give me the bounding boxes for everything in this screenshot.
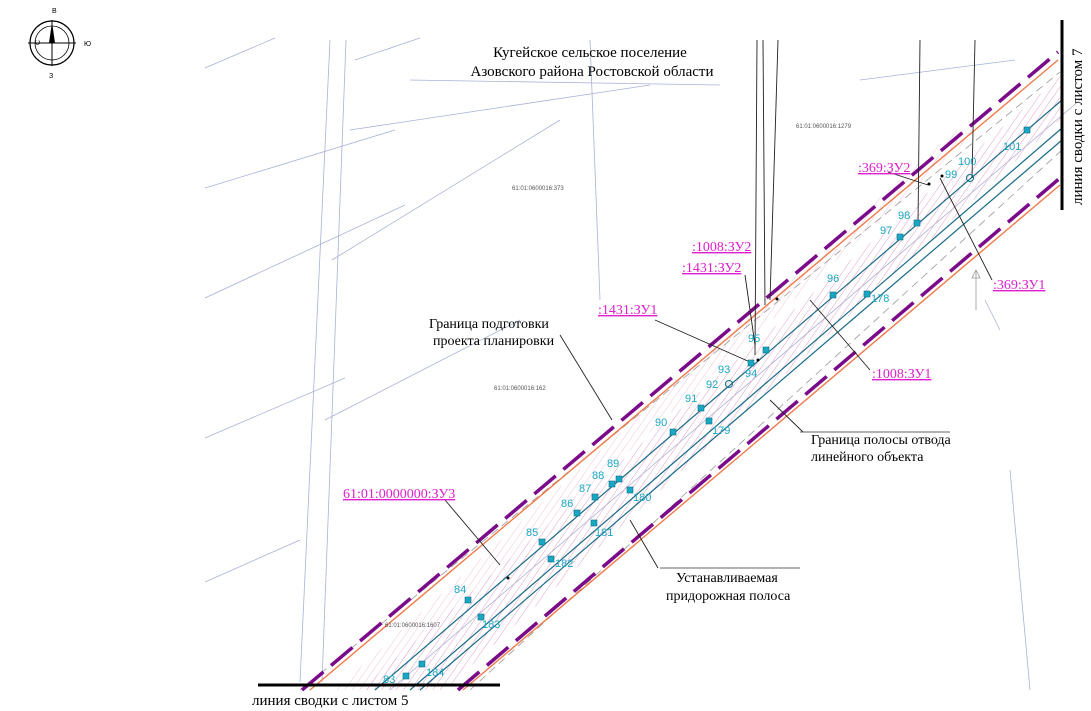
point-184 (418, 660, 426, 668)
point-92 (725, 380, 733, 388)
right-edge-label: линия сводки с листом 7 (1070, 48, 1086, 205)
ps-183: 183 (482, 619, 500, 631)
compass-north: С (35, 40, 42, 45)
callout-row-boundary-2: линейного объекта (811, 450, 924, 465)
pn-83: 83 (383, 674, 395, 686)
ps-180: 180 (633, 492, 651, 504)
point-182 (547, 555, 555, 563)
point-94 (747, 359, 755, 367)
pn-101: 101 (1003, 141, 1021, 153)
parcel-162: 61:01:0600016:162 (494, 386, 546, 392)
point-86 (573, 509, 581, 517)
pn-95: 95 (748, 333, 760, 345)
point-84 (464, 596, 472, 604)
plot-1431-zu1: :1431:ЗУ1 (598, 303, 657, 318)
compass-west: З (49, 73, 53, 80)
pn-97: 97 (880, 225, 892, 237)
title-line-2: Азовского района Ростовской области (471, 64, 714, 80)
ps-182: 182 (555, 558, 573, 570)
plot-0000-zu3: 61:01:0000000:ЗУ3 (343, 487, 455, 502)
compass-south: Ю (84, 41, 91, 48)
pn-99: 99 (945, 169, 957, 181)
parcel-1279: 61:01:0600016:1279 (796, 124, 852, 130)
plot-1008-zu2: :1008:ЗУ2 (692, 240, 751, 255)
small-dots (506, 174, 944, 580)
point-181 (590, 519, 598, 527)
point-100 (966, 174, 974, 182)
point-180 (626, 486, 634, 494)
pn-100: 100 (958, 156, 976, 168)
pn-94: 94 (745, 368, 757, 380)
pn-88: 88 (592, 470, 604, 482)
point-87 (591, 493, 599, 501)
road-lines (374, 99, 1063, 691)
ps-184: 184 (426, 667, 444, 679)
right-of-way-hatch-2 (335, 128, 980, 690)
point-178 (863, 290, 871, 298)
ps-178: 178 (871, 293, 889, 305)
road-sign-icon (971, 269, 981, 310)
point-83 (402, 672, 410, 680)
pn-85: 85 (526, 527, 538, 539)
callout-roadside-2: придорожная полоса (666, 589, 791, 604)
pn-93: 93 (718, 364, 730, 376)
pn-92: 92 (706, 379, 718, 391)
point-85 (538, 538, 546, 546)
parcel-1607: 61:01:0600016:1607 (385, 623, 441, 629)
pn-98: 98 (898, 210, 910, 222)
pn-90: 90 (655, 417, 667, 429)
pn-87: 87 (579, 483, 591, 495)
point-97 (896, 233, 904, 241)
point-179 (705, 417, 713, 425)
roadside-lines (309, 59, 1061, 691)
survey-circles (725, 174, 974, 388)
point-89 (615, 475, 623, 483)
point-90 (669, 428, 677, 436)
ps-181: 181 (595, 527, 613, 539)
callout-row-boundary-1: Граница полосы отвода (811, 433, 952, 448)
pn-96: 96 (827, 273, 839, 285)
parcel-373: 61:01:0600016:373 (512, 186, 564, 192)
point-183 (477, 613, 485, 621)
pn-84: 84 (454, 584, 466, 596)
point-88 (608, 480, 616, 488)
point-98 (913, 219, 921, 227)
callout-roadside-1: Устанавливаемая (676, 571, 778, 586)
title-line-1: Кугейское сельское поселение (493, 45, 687, 61)
plot-1431-zu2: :1431:ЗУ2 (682, 261, 741, 276)
planning-boundary (300, 50, 1062, 692)
leader-lines-top (444, 39, 993, 569)
survey-points (402, 126, 1031, 680)
callout-plan-boundary-2: проекта планировки (433, 334, 555, 349)
point-91 (697, 404, 705, 412)
pn-86: 86 (561, 498, 573, 510)
point-101 (1023, 126, 1031, 134)
compass-east: В (52, 8, 57, 15)
plot-369-zu2: :369:ЗУ2 (858, 161, 910, 176)
pn-89: 89 (607, 458, 619, 470)
compass-icon (28, 20, 76, 66)
callout-plan-boundary-1: Граница подготовки (429, 317, 549, 332)
point-96 (829, 291, 837, 299)
ps-179: 179 (712, 425, 730, 437)
point-95 (762, 346, 770, 354)
plot-1008-zu1: :1008:ЗУ1 (872, 367, 931, 382)
bottom-edge-label: линия сводки с листом 5 (252, 693, 409, 709)
plot-369-zu1: :369:ЗУ1 (993, 278, 1045, 293)
callout-underlines (660, 431, 950, 569)
pn-91: 91 (685, 393, 697, 405)
